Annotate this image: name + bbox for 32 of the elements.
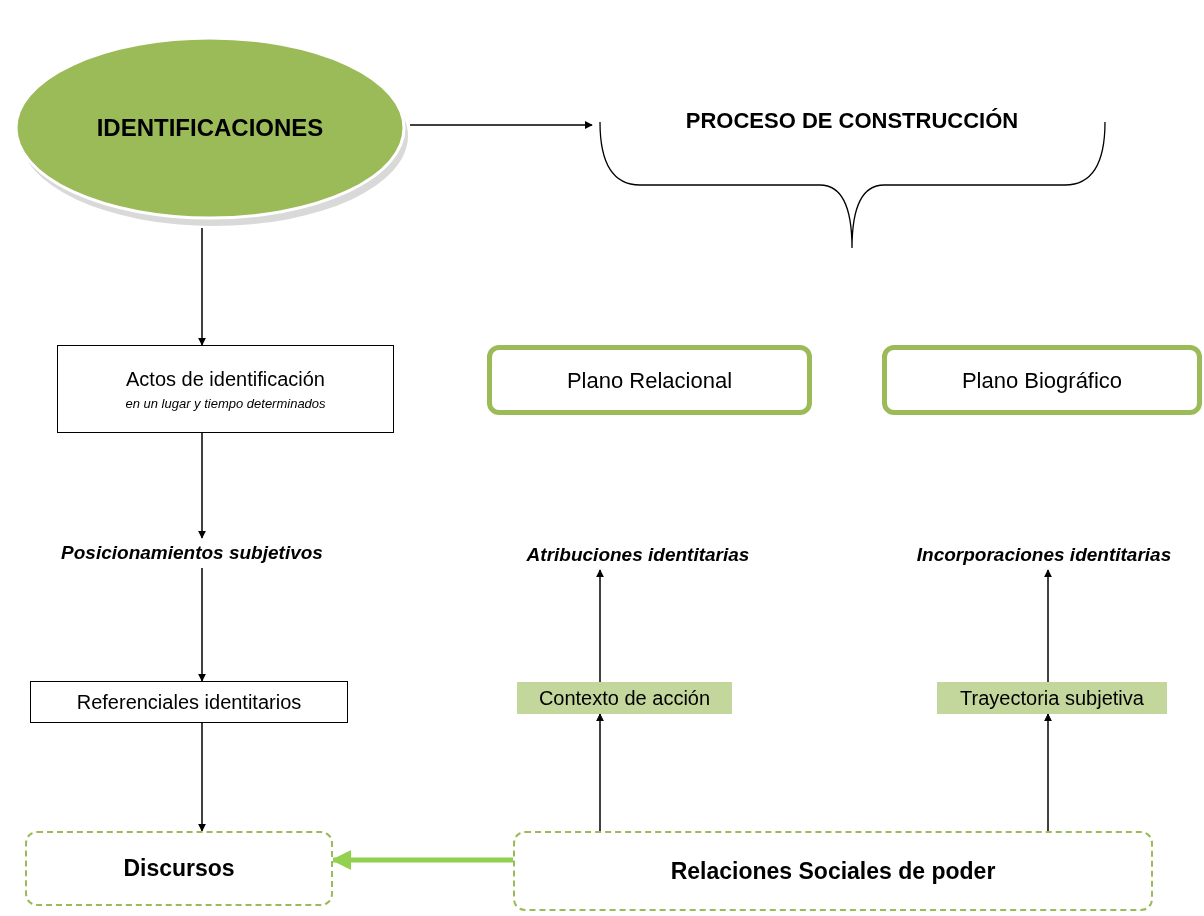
process-box: [30, 681, 348, 723]
node-label: PROCESO DE CONSTRUCCIÓN: [685, 106, 1019, 135]
node-label: Trayectoria subjetiva: [960, 686, 1144, 711]
arrow: [331, 850, 513, 870]
node-label: Referenciales identitarios: [76, 690, 302, 715]
highlighted-label: [517, 682, 732, 714]
node-label: Discursos: [123, 854, 235, 884]
arrow: [1044, 713, 1052, 832]
arrow: [198, 227, 206, 346]
node-label: Actos de identificación: [126, 367, 325, 393]
arrow: [596, 569, 604, 683]
node-label: Relaciones Sociales de poder: [670, 856, 996, 886]
node-label: Plano Relacional: [566, 366, 733, 395]
arrow: [1044, 569, 1052, 683]
node-label: IDENTIFICACIONES: [96, 113, 324, 143]
node-label: Atribuciones identitarias: [526, 542, 750, 567]
node-label: Incorporaciones identitarias: [916, 542, 1172, 567]
arrow: [198, 722, 206, 832]
node-subtitle: en un lugar y tiempo determinados: [125, 395, 326, 414]
process-box: [487, 345, 812, 415]
process-box: [513, 831, 1153, 911]
arrow: [409, 121, 593, 129]
process-box: [57, 345, 394, 433]
process-box: [882, 345, 1202, 415]
node-label: Plano Biográfico: [961, 366, 1123, 395]
node-label: Posicionamientos subjetivos: [61, 540, 323, 565]
arrow: [198, 432, 206, 539]
highlighted-label: [937, 682, 1167, 714]
node-label: Contexto de acción: [538, 686, 711, 711]
process-box: [25, 831, 333, 906]
arrow: [198, 567, 206, 682]
arrow: [596, 713, 604, 832]
